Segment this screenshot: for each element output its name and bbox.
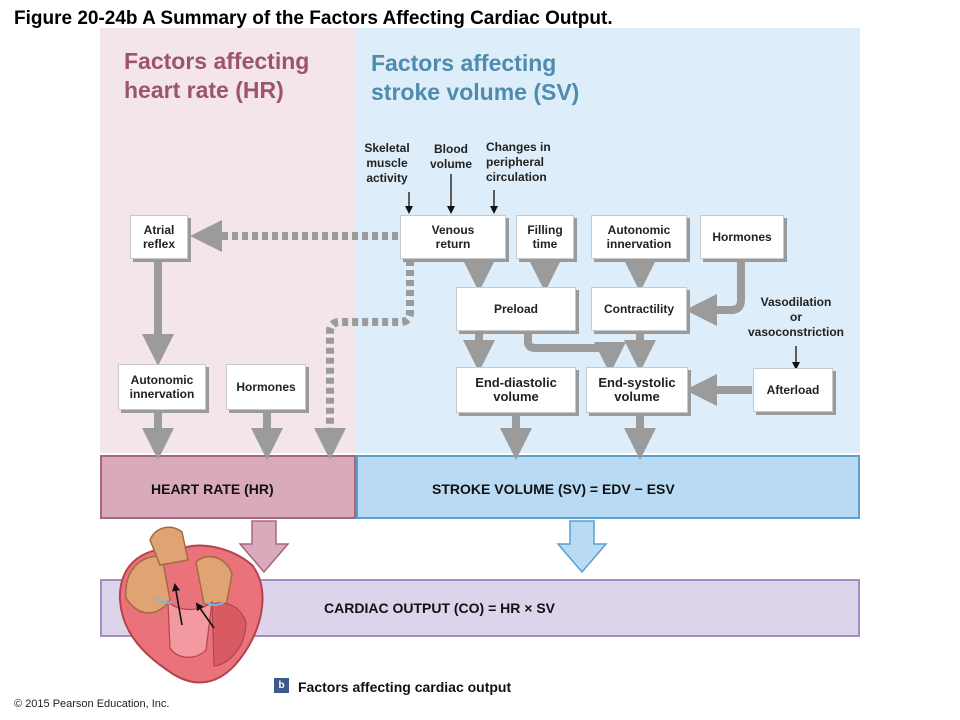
node-hormones-sv: Hormones: [700, 215, 784, 259]
node-autonomic-innervation-sv: Autonomic innervation: [591, 215, 687, 259]
arrow-sv-to-co: [556, 520, 608, 574]
node-atrial-reflex: Atrial reflex: [130, 215, 188, 259]
node-hormones-hr: Hormones: [226, 364, 306, 410]
node-contractility: Contractility: [591, 287, 687, 331]
sv-header-line1: Factors affecting: [371, 50, 557, 76]
label-vasodilation: Vasodilation or vasoconstriction: [747, 295, 845, 339]
label-peripheral-circulation: Changes in peripheral circulation: [486, 140, 551, 184]
node-autonomic-innervation-hr: Autonomic innervation: [118, 364, 206, 410]
stroke-volume-band-label: STROKE VOLUME (SV) = EDV − ESV: [432, 481, 675, 497]
arrow-hr-to-co: [238, 520, 290, 574]
node-preload: Preload: [456, 287, 576, 331]
heart-rate-band: HEART RATE (HR): [100, 455, 356, 519]
sv-header-line2: stroke volume (SV): [371, 79, 580, 105]
panel-badge: b: [274, 678, 289, 693]
hr-header-line2: heart rate (HR): [124, 77, 284, 103]
stroke-volume-panel-header: Factors affecting stroke volume (SV): [371, 49, 579, 107]
node-end-diastolic-volume: End-diastolic volume: [456, 367, 576, 413]
copyright-notice: © 2015 Pearson Education, Inc.: [14, 698, 170, 710]
figure-title: Figure 20-24b A Summary of the Factors A…: [14, 8, 613, 29]
cardiac-output-band-label: CARDIAC OUTPUT (CO) = HR × SV: [324, 600, 556, 616]
figure-caption: Factors affecting cardiac output: [298, 679, 512, 695]
node-end-systolic-volume: End-systolic volume: [586, 367, 688, 413]
arrow-preload-to-esv: [524, 332, 626, 374]
label-skeletal-muscle-activity: Skeletal muscle activity: [364, 141, 410, 185]
node-afterload: Afterload: [753, 368, 833, 412]
dotted-venous-to-hr: [314, 260, 414, 460]
heart-illustration-icon: [118, 526, 264, 684]
hr-header-line1: Factors affecting: [124, 48, 310, 74]
heart-rate-band-label: HEART RATE (HR): [151, 481, 274, 497]
node-venous-return: Venous return: [400, 215, 506, 259]
heart-rate-panel-header: Factors affecting heart rate (HR): [124, 47, 309, 105]
node-filling-time: Filling time: [516, 215, 574, 259]
label-blood-volume: Blood volume: [429, 142, 472, 171]
stroke-volume-band: STROKE VOLUME (SV) = EDV − ESV: [356, 455, 860, 519]
arrow-hormones-to-contractility: [685, 260, 745, 326]
